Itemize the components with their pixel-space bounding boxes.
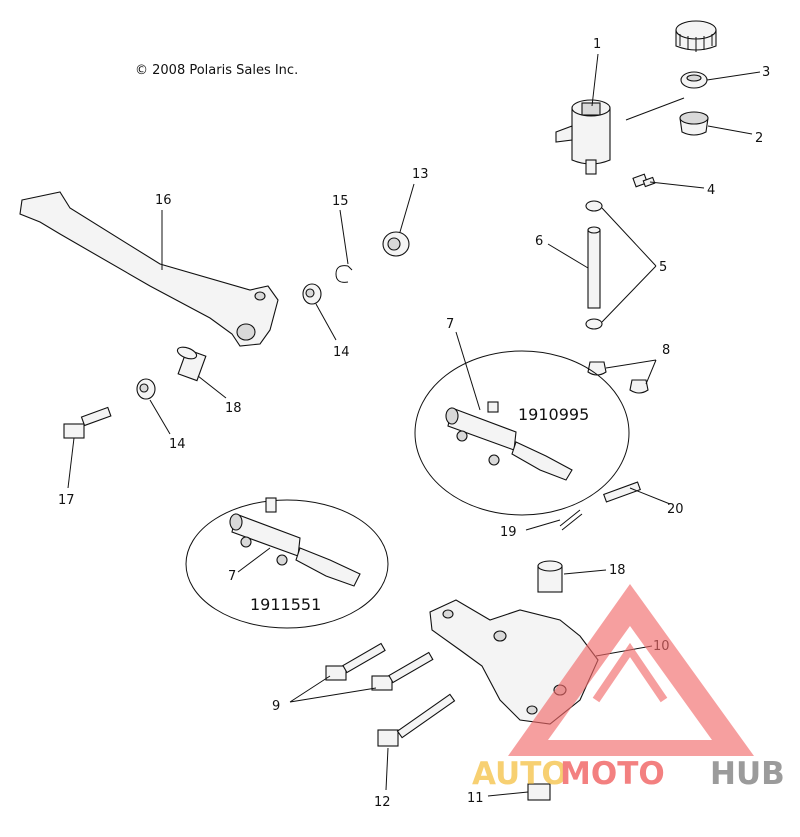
watermark-triangle [508,584,754,756]
sleeve-part-18a [176,346,207,382]
callout-9: 9 [272,699,280,714]
callout-14-upper: 14 [333,345,350,360]
callout-18-upper: 18 [225,401,242,416]
hose-clamp-top [585,200,603,212]
plug-part-b [629,379,649,394]
callout-15: 15 [332,194,349,209]
watermark-text-moto: MOTO [560,756,665,792]
hose-part [587,226,601,309]
bushing-part-14b [136,378,156,400]
watermark-text-auto: AUTO [472,756,568,792]
clip-part-15 [335,265,353,283]
callout-5: 5 [659,260,667,275]
callout-4: 4 [707,183,715,198]
callout-17: 17 [58,493,75,508]
callout-7-upper: 7 [446,317,454,332]
callout-18-lower: 18 [609,563,626,578]
hose-clamp-bottom [585,318,603,330]
callout-numbers: 1 2 3 4 5 6 7 7 8 9 10 11 12 13 14 14 15… [58,37,770,810]
bushing-part-14a [302,283,322,305]
callout-6: 6 [535,234,543,249]
callout-8: 8 [662,343,670,358]
callout-14-lower: 14 [169,437,186,452]
callout-19: 19 [500,525,517,540]
callout-11: 11 [467,791,484,806]
plug-part-a [587,361,607,376]
copyright-text: © 2008 Polaris Sales Inc. [135,63,298,78]
kit-number-upper: 1910995 [518,405,589,424]
callout-7-lower: 7 [228,569,236,584]
callout-1: 1 [593,37,601,52]
cotter-pin-part-19 [559,509,583,531]
reservoir-cap [675,20,717,52]
bolt-part-17 [63,406,112,439]
watermark-text-hub: HUB [710,756,785,792]
brake-pedal-arm [19,191,279,347]
diaphragm-part [680,71,708,89]
screw-part-4 [632,173,656,188]
bushing-part-13 [382,231,410,257]
seal-part [679,111,709,136]
bolt-part-9a [325,642,386,681]
kit-oval-upper: 1910995 [414,350,630,516]
watermark-logo: AUTO MOTO HUB [472,584,785,792]
bolt-part-12 [377,693,456,747]
sleeve-part-18b [537,560,563,593]
kit-oval-lower: 1911551 [185,497,389,629]
bolt-part-9b [371,651,434,691]
callout-16: 16 [155,193,172,208]
clevis-pin-part-20 [603,481,641,503]
callout-13: 13 [412,167,429,182]
leader-lines [67,53,761,797]
reservoir-assembly [555,97,685,175]
kit-number-lower: 1911551 [250,595,321,614]
callout-2: 2 [755,131,763,146]
callout-12: 12 [374,795,391,810]
callout-20: 20 [667,502,684,517]
callout-3: 3 [762,65,770,80]
